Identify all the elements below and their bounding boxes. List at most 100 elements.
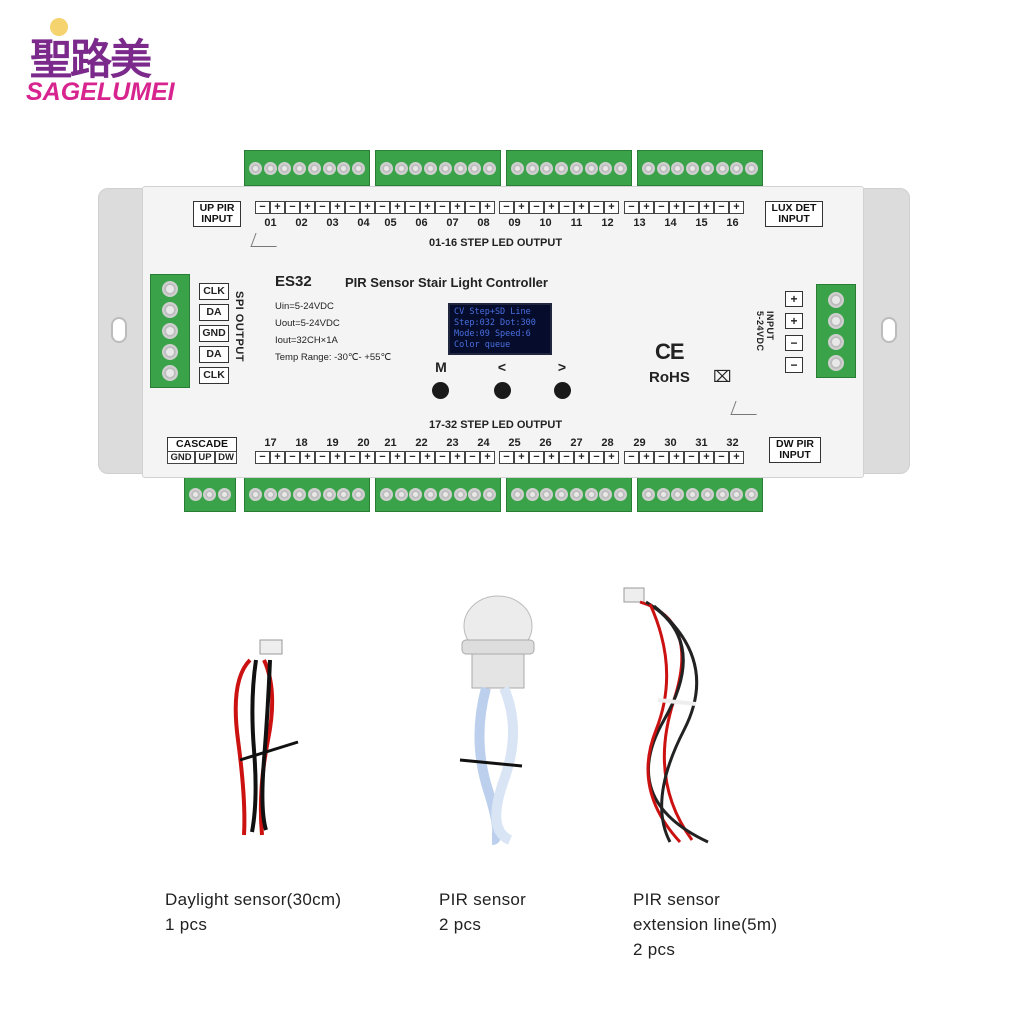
channel-number: 07 [446,217,459,229]
polarity-mark: − [499,451,514,464]
polarity-mark: + [480,451,495,464]
channel-number: 19 [326,437,339,449]
channel-number: 08 [477,217,490,229]
terminal-screw [569,487,583,501]
terminal-screw [730,161,744,175]
terminal-screw [409,161,423,175]
terminal-block-bottom-4 [637,476,763,512]
caption-line: 1 pcs [165,915,208,934]
channel-number: 10 [539,217,552,229]
terminal-screw [641,161,655,175]
channel-number: 17 [264,437,277,449]
polarity-mark: − [559,451,574,464]
spec-uin: Uin=5-24VDC [275,301,334,312]
channel-number: 30 [664,437,677,449]
polarity-mark: − [529,451,544,464]
terminal-screw [293,161,307,175]
mode-button[interactable] [432,382,449,399]
terminal-screw [162,302,178,319]
polarity-mark: + [390,451,405,464]
polarity-mark: − [315,201,330,214]
rohs-mark: RoHS [649,369,690,386]
terminal-block-top-3 [506,150,632,186]
polarity-mark: − [285,451,300,464]
terminal-screw [614,487,628,501]
terminal-screw [248,161,262,175]
pir-sensor-image [459,595,535,845]
terminal-screw [263,161,277,175]
polarity-mark: + [669,451,684,464]
channel-number: 28 [601,437,614,449]
channel-number: 12 [601,217,614,229]
terminal-screw [686,161,700,175]
logo-wordmark: SAGELUMEI [26,78,175,106]
input-voltage-label: INPUT 5-24VDC [755,311,775,352]
mounting-hole [881,317,897,343]
bin-crossed-icon: ⌧ [713,369,732,386]
input-pin-minus: − [785,335,803,351]
polarity-row: −+−+−+−+ [499,451,619,464]
ce-mark: CE [655,339,685,364]
terminal-screw [599,487,613,501]
terminal-screw [162,343,178,360]
logo-hanzi: 聖路美 [30,35,152,84]
product-title: PIR Sensor Stair Light Controller [345,275,548,290]
channel-number: 20 [357,437,370,449]
polarity-row: −+−+−+−+ [255,451,375,464]
prev-button[interactable] [494,382,511,399]
caption-line: 2 pcs [439,915,482,934]
polarity-row: −+−+−+−+ [375,201,495,214]
terminal-screw [641,487,655,501]
terminal-screw [510,487,524,501]
oled-display: CV Step+SD Line Step:032 Dot:300 Mode:09… [448,303,552,355]
model-name: ES32 [275,273,312,290]
polarity-mark: + [420,201,435,214]
terminal-screw [322,161,336,175]
terminal-screw [828,312,844,329]
cascade-label: CASCADE [167,437,237,452]
polarity-mark: + [669,201,684,214]
polarity-mark: + [574,201,589,214]
polarity-mark: − [405,201,420,214]
input-pin-plus: + [785,291,803,307]
terminal-screw [584,161,598,175]
extension-line-image [623,587,709,844]
prev-button-label: < [497,359,507,375]
polarity-mark: + [270,201,285,214]
terminal-screw [700,487,714,501]
terminal-screw [745,487,759,501]
polarity-mark: + [330,201,345,214]
channel-number: 15 [695,217,708,229]
polarity-mark: − [405,451,420,464]
terminal-screw [468,487,482,501]
polarity-mark: + [699,201,714,214]
polarity-mark: + [514,451,529,464]
polarity-mark: + [574,451,589,464]
brand-logo: 聖路美 SAGELUMEI [20,18,175,123]
terminal-screw [263,487,277,501]
polarity-row: −+−+−+−+ [624,451,744,464]
terminal-screw [438,487,452,501]
input-pin-minus-2: − [785,357,803,373]
terminal-screw [525,161,539,175]
terminal-block-top-4 [637,150,763,186]
next-button[interactable] [554,382,571,399]
terminal-screw [828,354,844,371]
polarity-row: −+−+−+−+ [499,201,619,214]
polarity-mark: − [255,451,270,464]
terminal-screw [337,161,351,175]
polarity-row: −+−+−+−+ [255,201,375,214]
terminal-screw [352,487,366,501]
caption-line: 2 pcs [633,940,676,959]
terminal-screw [540,487,554,501]
terminal-screw [307,161,321,175]
spi-output-label: SPI OUTPUT [233,291,245,363]
cascade-pins: GND UP DW [167,451,237,464]
caption-extension-line: PIR sensor extension line(5m) 2 pcs [633,887,777,962]
top-output-label: 01-16 STEP LED OUTPUT [429,237,563,249]
polarity-mark: + [360,451,375,464]
terminal-screw [453,161,467,175]
